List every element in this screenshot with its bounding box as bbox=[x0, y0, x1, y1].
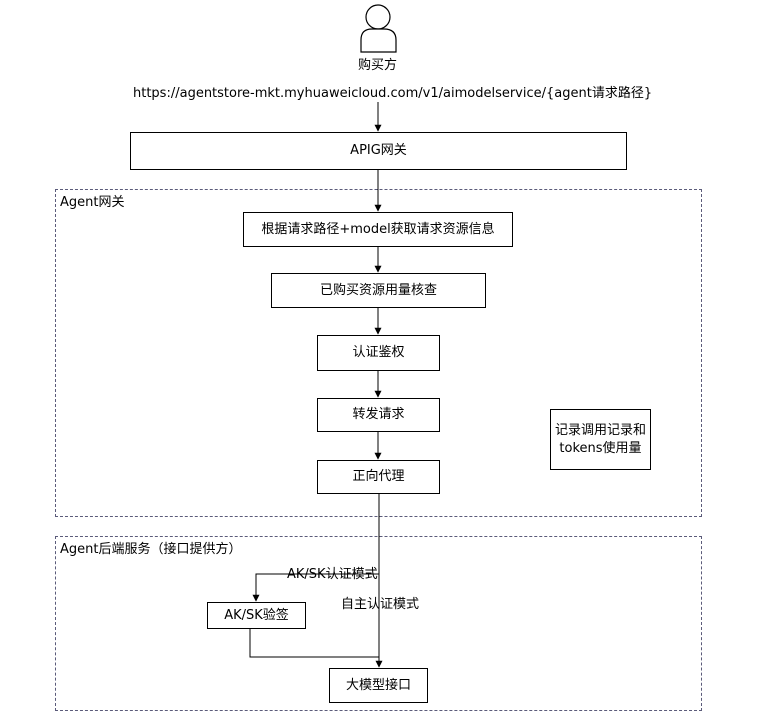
request-url: https://agentstore-mkt.myhuaweicloud.com… bbox=[133, 86, 653, 101]
record-usage-note: 记录调用记录和tokens使用量 bbox=[550, 409, 651, 470]
step-usage-check: 已购买资源用量核查 bbox=[271, 273, 486, 308]
self-auth-mode-label: 自主认证模式 bbox=[341, 597, 420, 612]
aksk-verify-box: AK/SK验签 bbox=[207, 602, 306, 629]
apig-gateway-box: APIG网关 bbox=[130, 132, 627, 170]
step-resource-lookup: 根据请求路径+model获取请求资源信息 bbox=[243, 212, 513, 247]
step-resource-lookup-label: 根据请求路径+model获取请求资源信息 bbox=[261, 221, 495, 237]
step-forward-proxy-label: 正向代理 bbox=[352, 469, 405, 484]
step-forward-label: 转发请求 bbox=[352, 407, 405, 422]
buyer-label: 购买方 bbox=[358, 58, 398, 73]
aksk-mode-label: AK/SK认证模式 bbox=[287, 567, 378, 582]
step-auth-label: 认证鉴权 bbox=[352, 345, 405, 360]
agent-backend-group bbox=[55, 536, 702, 711]
step-forward: 转发请求 bbox=[317, 398, 440, 432]
agent-backend-title: Agent后端服务（接口提供方） bbox=[60, 542, 242, 557]
agent-gateway-title: Agent网关 bbox=[60, 195, 125, 210]
apig-gateway-label: APIG网关 bbox=[350, 143, 407, 158]
step-usage-check-label: 已购买资源用量核查 bbox=[319, 282, 437, 298]
llm-api-label: 大模型接口 bbox=[345, 677, 411, 693]
step-forward-proxy: 正向代理 bbox=[317, 460, 440, 494]
step-auth: 认证鉴权 bbox=[317, 335, 440, 371]
agent-gateway-group bbox=[55, 189, 702, 517]
aksk-verify-label: AK/SK验签 bbox=[224, 607, 289, 623]
user-icon bbox=[360, 4, 397, 53]
llm-api-box: 大模型接口 bbox=[329, 668, 428, 703]
record-usage-note-label: 记录调用记录和tokens使用量 bbox=[555, 422, 647, 456]
